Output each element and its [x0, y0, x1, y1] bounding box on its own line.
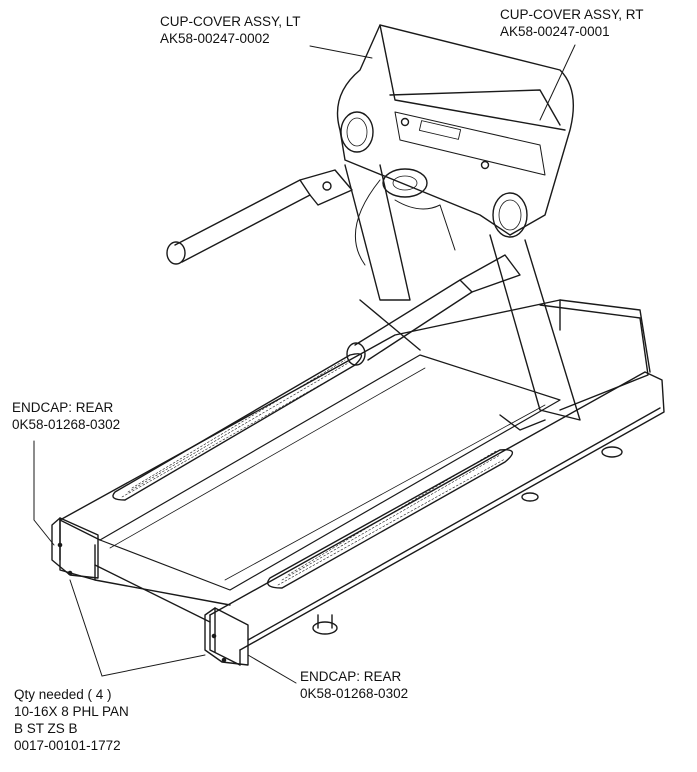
endcap-rear-right [204, 607, 249, 666]
callout-screw-part-number: 0017-00101-1772 [14, 738, 121, 753]
treadmill-feet [312, 446, 623, 635]
callout-endcap-rear-left: ENDCAP: REAR 0K58-01268-0302 [12, 399, 120, 433]
callout-endcap-rear-left-title: ENDCAP: REAR [12, 400, 114, 415]
callout-cup-cover-lt-part-number: AK58-00247-0002 [160, 31, 270, 46]
treadmill-base [59, 299, 665, 666]
left-handrail [166, 169, 353, 265]
endcap-rear-left [51, 517, 99, 579]
callout-cup-cover-lt: CUP-COVER ASSY, LT AK58-00247-0002 [160, 13, 301, 47]
console [336, 24, 575, 266]
cup-cover-left [340, 111, 374, 153]
callout-cup-cover-rt-title: CUP-COVER ASSY, RT [500, 7, 644, 22]
callout-screw-spec: 10-16X 8 PHL PAN [14, 704, 129, 719]
leader-lines [33, 44, 576, 684]
callout-endcap-rear-left-part-number: 0K58-01268-0302 [12, 417, 121, 432]
right-handrail [346, 254, 521, 366]
callout-endcap-rear-right: ENDCAP: REAR 0K58-01268-0302 [300, 668, 408, 702]
left-foot-rail [112, 353, 363, 501]
callout-cup-cover-lt-title: CUP-COVER ASSY, LT [160, 14, 301, 29]
cup-cover-right [492, 192, 528, 238]
callout-screw-finish: B ST ZS B [14, 721, 78, 736]
uprights [344, 164, 581, 431]
callout-screw: Qty needed ( 4 ) 10-16X 8 PHL PAN B ST Z… [14, 686, 129, 754]
callout-endcap-rear-right-part-number: 0K58-01268-0302 [300, 686, 409, 701]
callout-cup-cover-rt: CUP-COVER ASSY, RT AK58-00247-0001 [500, 6, 644, 40]
callout-screw-qty: Qty needed ( 4 ) [14, 687, 112, 702]
right-foot-rail [267, 449, 513, 589]
callout-endcap-rear-right-title: ENDCAP: REAR [300, 669, 402, 684]
callout-cup-cover-rt-part-number: AK58-00247-0001 [500, 24, 610, 39]
